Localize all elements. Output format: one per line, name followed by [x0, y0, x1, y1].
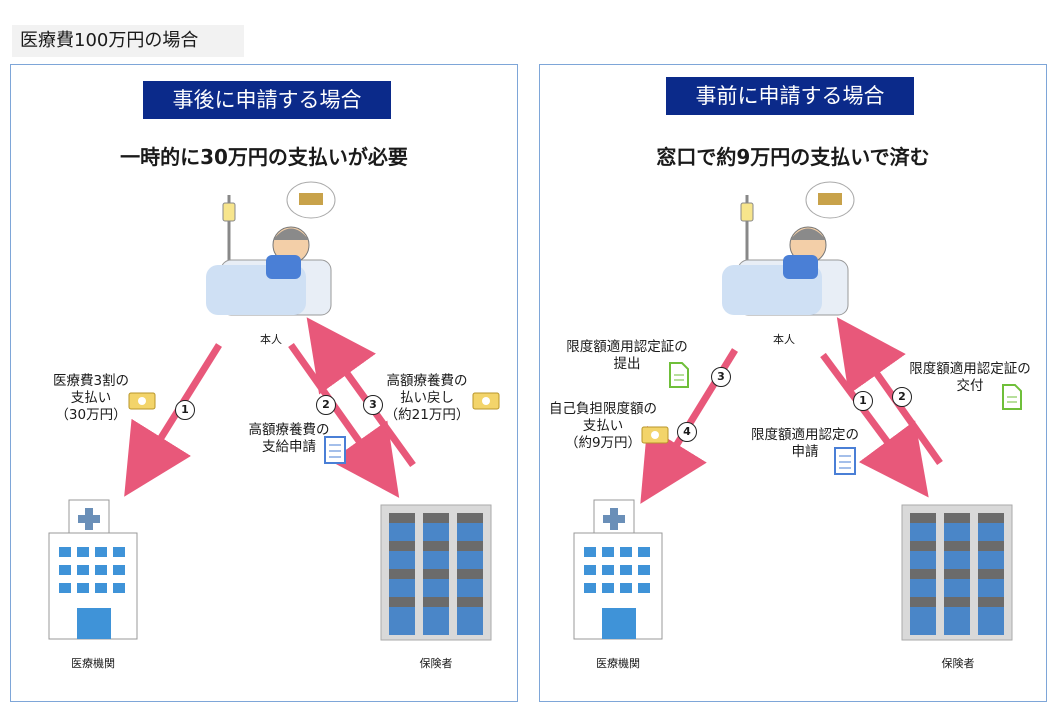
panel-pre-application: 事前に申請する場合 窓口で約9万円の支払いで済む 本人 医療機関 保険者 限度額… [539, 64, 1047, 702]
patient-label: 本人 [773, 333, 795, 346]
headline-right: 窓口で約9万円の支払いで済む [656, 145, 930, 169]
step-number-3: 3 [711, 367, 731, 387]
hospital-building-icon [48, 499, 138, 640]
step-number-1: 1 [853, 391, 873, 411]
money-icon [128, 392, 156, 410]
step-number-1: 1 [175, 400, 195, 420]
banner-post-application: 事後に申請する場合 [143, 81, 391, 119]
headline-left: 一時的に30万円の支払いが必要 [120, 145, 408, 169]
banner-pre-application: 事前に申請する場合 [666, 77, 914, 115]
patient-in-bed-icon [206, 181, 336, 316]
step4-label: 自己負担限度額の 支払い （約9万円） [549, 401, 657, 451]
step-number-4: 4 [677, 422, 697, 442]
insurer-label: 保険者 [941, 657, 975, 670]
step3-label: 限度額適用認定証の 提出 [566, 339, 688, 372]
step2-label: 高額療養費の 支給申請 [248, 422, 330, 455]
step-number-3: 3 [363, 395, 383, 415]
step-number-2: 2 [892, 387, 912, 407]
insurer-label: 保険者 [419, 657, 453, 670]
diagram-title: 医療費100万円の場合 [12, 25, 244, 57]
patient-label: 本人 [260, 333, 282, 346]
checklist-icon [324, 436, 346, 464]
insurer-building-icon [901, 504, 1013, 641]
step1-label: 限度額適用認定の 申請 [751, 427, 859, 460]
hospital-building-icon [573, 499, 663, 640]
checklist-icon [834, 447, 856, 475]
hospital-label: 医療機関 [596, 657, 640, 670]
document-icon [1002, 384, 1022, 410]
step2-label: 限度額適用認定証の 交付 [909, 361, 1031, 394]
arrow-patient-to-insurer [288, 342, 400, 498]
hospital-label: 医療機関 [71, 657, 115, 670]
insurer-building-icon [380, 504, 492, 641]
step-number-2: 2 [316, 395, 336, 415]
panel-post-application: 事後に申請する場合 一時的に30万円の支払いが必要 本人 医療機関 保険者 医療… [10, 64, 518, 702]
money-icon [472, 392, 500, 410]
left-panel-artwork [48, 181, 500, 641]
money-icon [641, 426, 669, 444]
step3-label: 高額療養費の 払い戻し （約21万円） [384, 373, 470, 423]
document-icon [669, 362, 689, 388]
patient-in-bed-icon [722, 181, 855, 316]
step1-label: 医療費3割の 支払い （30万円） [52, 373, 130, 423]
